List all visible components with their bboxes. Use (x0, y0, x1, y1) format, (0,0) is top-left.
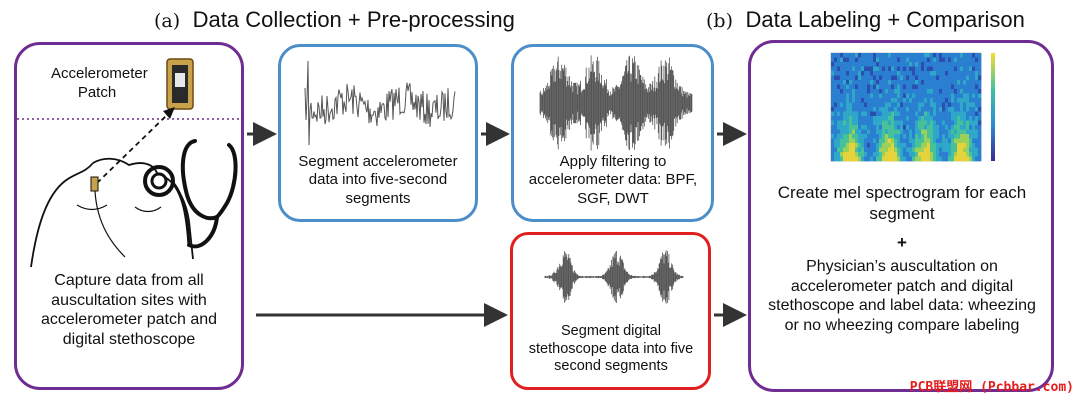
patch-arrow-head (163, 107, 175, 119)
section-a-title: Data Collection + Pre-processing (192, 7, 515, 32)
labeling-box: Create mel spectrogram for each segment … (748, 40, 1054, 392)
stethoscope-box: Segment digital stethoscope data into fi… (510, 232, 711, 390)
section-b-letter: (b) (706, 10, 733, 32)
spectrogram-colorbar (991, 53, 995, 161)
patch-arrow-line (96, 114, 168, 184)
spectrogram-text: Create mel spectrogram for each segment (777, 183, 1027, 223)
patch-cable (94, 190, 126, 258)
accelerometer-signal-plot (304, 60, 456, 146)
mel-spectrogram (830, 52, 995, 162)
stethoscope-icon (143, 139, 238, 249)
patch-on-chest-icon (90, 176, 99, 192)
patch-device-icon (166, 58, 194, 110)
capture-box: Accelerometer Patch Capture data from a (14, 42, 244, 390)
torso-outline (30, 157, 194, 268)
filter-box: Apply filtering to accelerometer data: B… (511, 44, 714, 222)
section-a-header: (a) Data Collection + Pre-processing (154, 7, 515, 33)
section-b-header: (b) Data Labeling + Comparison (706, 7, 1025, 33)
segment-box: Segment accelerometer data into five-sec… (278, 44, 478, 222)
capture-text: Capture data from all auscultation sites… (40, 272, 218, 348)
filtered-signal-plot (539, 55, 693, 151)
labeling-text: Physician’s auscultation on acceleromete… (768, 258, 1036, 334)
segment-text: Segment accelerometer data into five-sec… (298, 153, 458, 207)
stethoscope-signal-plot (544, 250, 684, 304)
capture-illustration (17, 58, 243, 268)
filter-text: Apply filtering to accelerometer data: B… (528, 153, 698, 207)
patch-label: Accelerometer Patch (51, 65, 148, 101)
stethoscope-text: Segment digital stethoscope data into fi… (528, 323, 694, 375)
section-a-letter: (a) (154, 10, 181, 32)
plus-sign: + (897, 233, 907, 252)
section-b-title: Data Labeling + Comparison (745, 7, 1025, 32)
watermark: PCB联盟网 (Pcbbar.com) (909, 380, 1074, 395)
